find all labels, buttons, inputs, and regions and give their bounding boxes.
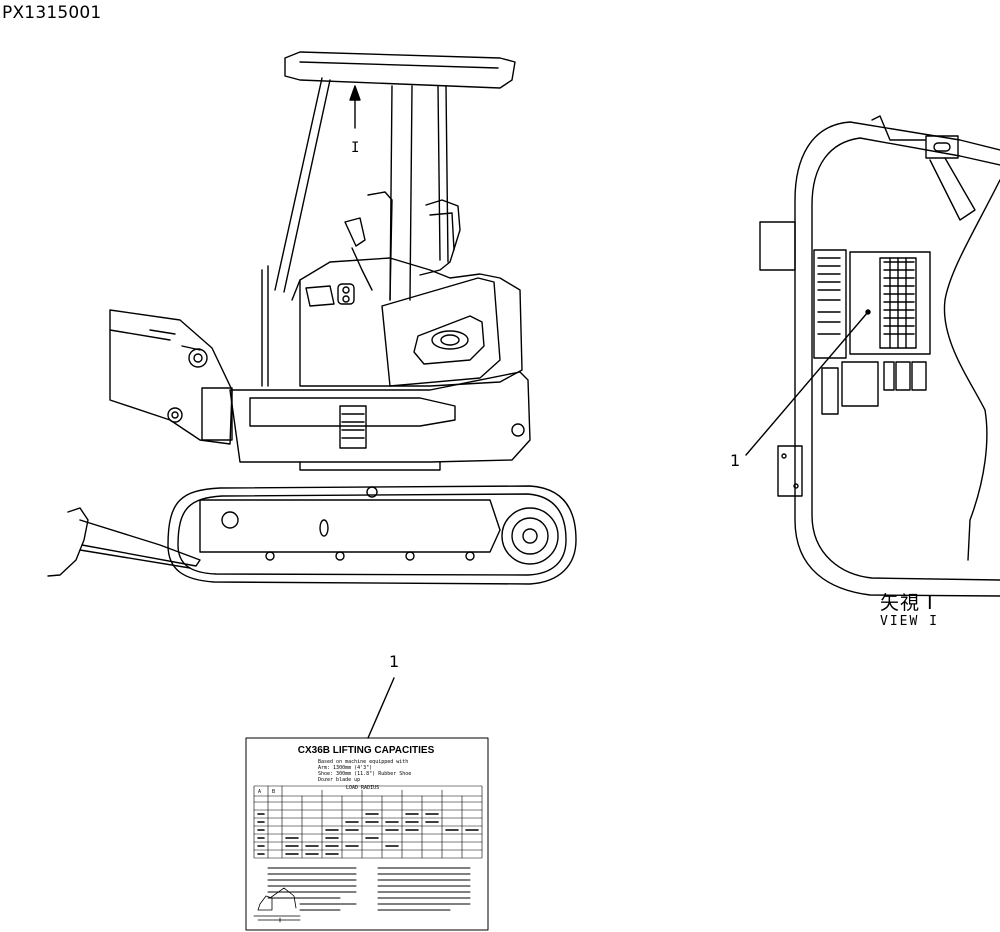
decal-intro-line-1: Based on machine equipped with — [318, 759, 408, 765]
view-arrow-label: I — [351, 140, 359, 156]
decal-title: CX36B LIFTING CAPACITIES — [298, 745, 435, 756]
view-arrow: I — [349, 85, 361, 156]
decal-table-header: LOAD RADIUS — [346, 785, 379, 791]
decal-table — [253, 785, 483, 859]
decal-notes — [267, 867, 471, 911]
decal-pictogram — [253, 887, 301, 923]
excavator-side-view: I — [47, 51, 577, 585]
decal-intro-line-2: Arm: 1300mm (4'3") — [318, 765, 372, 771]
drawing-id: PX1315001 — [2, 3, 102, 23]
decal-table-values — [257, 813, 479, 855]
view-label-jp: 矢視 I — [880, 592, 934, 614]
decal-intro-line-4: Dozer blade up — [318, 777, 360, 783]
callout-view-decal: 1 — [730, 451, 740, 470]
view-i-detail: 1 — [730, 115, 1000, 597]
callout-decal-detail: 1 — [389, 652, 399, 671]
decal-detail: 1 CX36B LIFTING CAPACITIES Based on mach… — [245, 652, 489, 931]
decal-col-a: A — [258, 789, 261, 795]
view-label-en: VIEW I — [880, 614, 939, 629]
decal-col-b: B — [272, 789, 275, 795]
decal-intro-line-3: Shoe: 300mm (11.8") Rubber Shoe — [318, 771, 411, 777]
